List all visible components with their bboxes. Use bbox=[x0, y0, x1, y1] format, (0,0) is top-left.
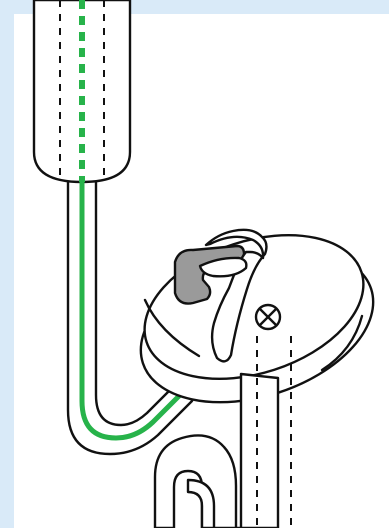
drain-knob-lever bbox=[173, 244, 248, 305]
pivot-screw-icon bbox=[254, 303, 282, 331]
connector-tube bbox=[66, 179, 194, 456]
overflow-pipe bbox=[32, 0, 132, 184]
trap-pipe bbox=[153, 336, 292, 528]
